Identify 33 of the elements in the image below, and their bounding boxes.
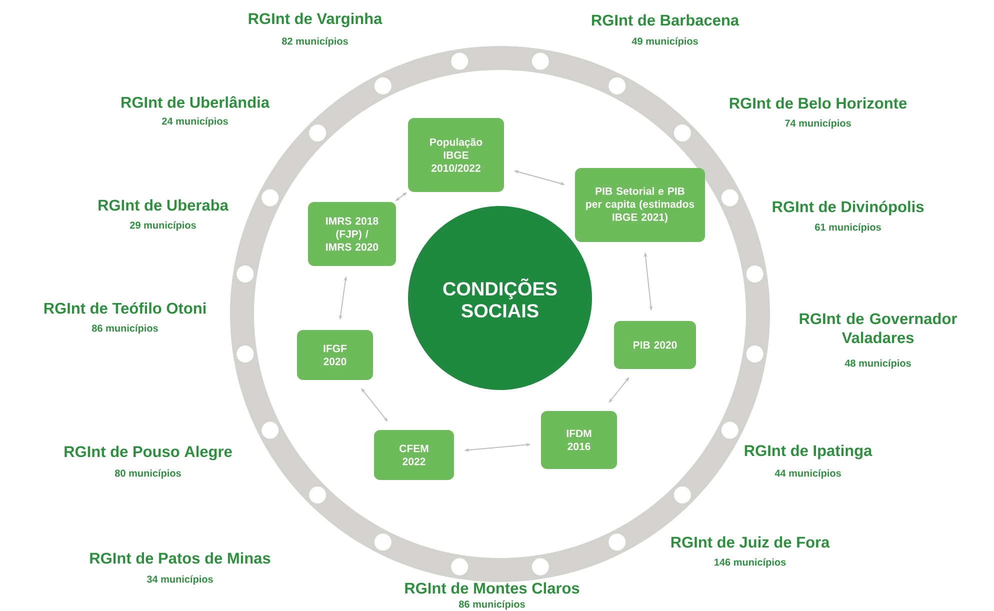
topic-box: IFDM 2016 bbox=[541, 411, 617, 469]
region-name: RGInt de Uberaba bbox=[98, 199, 229, 211]
region-name: RGInt de Divinópolis bbox=[772, 200, 924, 216]
topic-box: População IBGE 2010/2022 bbox=[408, 118, 504, 192]
topic-box: CFEM 2022 bbox=[374, 430, 454, 480]
municipality-count: 82 municípios bbox=[282, 37, 348, 47]
municipality-count: 24 municípios bbox=[162, 117, 228, 127]
municipality-count: 86 municípios bbox=[92, 324, 158, 334]
region-name: RGInt de Pouso Alegre bbox=[64, 446, 232, 460]
municipality-count: 49 municípios bbox=[632, 37, 698, 47]
municipality-count: 34 municípios bbox=[146, 575, 213, 585]
region-name: RGInt de Patos de Minas bbox=[90, 552, 270, 564]
municipality-count: 74 municípios bbox=[785, 119, 851, 129]
region-name: RGInt de Juiz de Fora bbox=[671, 536, 830, 548]
municipality-count: 80 municípios bbox=[114, 469, 181, 479]
municipality-count: 29 municípios bbox=[130, 221, 196, 231]
topic-box: IFGF 2020 bbox=[297, 330, 373, 380]
region-name: RGInt de Barbacena bbox=[592, 14, 740, 26]
municipality-count: 146 municípios bbox=[714, 558, 786, 568]
topic-box: IMRS 2018 (FJP) / IMRS 2020 bbox=[308, 202, 396, 266]
municipality-count: 44 municípios bbox=[774, 469, 841, 479]
municipality-count: 48 municípios bbox=[844, 359, 911, 369]
topic-box: PIB 2020 bbox=[614, 321, 696, 369]
region-name: RGInt de Teófilo Otoni bbox=[44, 302, 206, 314]
region-name: RGInt de Belo Horizonte bbox=[730, 97, 907, 109]
region-name: RGInt de Montes Claros bbox=[405, 582, 580, 594]
municipality-count: 61 municípios bbox=[815, 223, 881, 233]
region-name: RGInt de Governador Valadares bbox=[800, 312, 957, 344]
region-name: RGInt de Ipatinga bbox=[744, 444, 872, 460]
region-name: RGInt de Uberlândia bbox=[122, 96, 270, 108]
municipality-count: 86 municípios bbox=[458, 600, 525, 610]
topic-box: PIB Setorial e PIB per capita (estimados IBGE 2021) bbox=[575, 168, 705, 242]
region-name: RGInt de Varginha bbox=[248, 12, 382, 28]
